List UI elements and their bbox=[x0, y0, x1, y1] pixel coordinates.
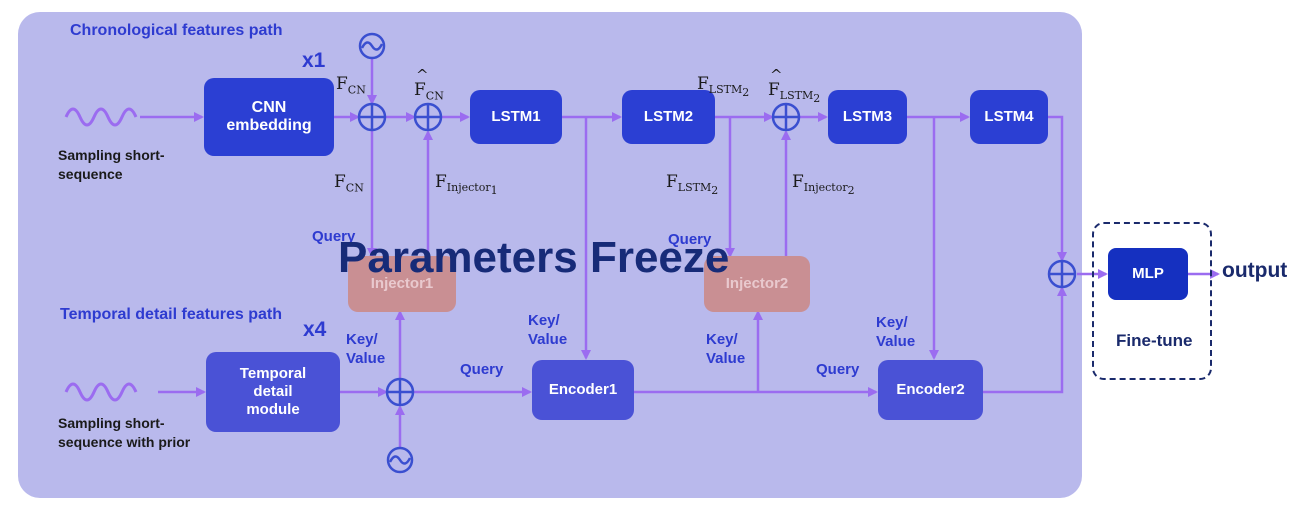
temporal-detail-block: Temporal detail module bbox=[206, 352, 340, 432]
keyvalue-label-encoder1-line2: Value bbox=[528, 331, 568, 348]
cnn-label-line1: CNN bbox=[251, 99, 287, 116]
mlp-block: MLP bbox=[1108, 248, 1188, 300]
f-lstm2-hat-label: FLSTM2 bbox=[768, 80, 821, 106]
cnn-embedding-block: CNN embedding bbox=[204, 78, 334, 156]
injector1-block: Injector1 bbox=[348, 256, 456, 312]
query-label-injector2: Query bbox=[668, 231, 712, 248]
sampling-prior-label-line1: Sampling short- bbox=[58, 415, 165, 431]
adder-icon bbox=[771, 102, 801, 132]
f-injector1-label: FInjector1 bbox=[435, 172, 498, 198]
query-label-injector1: Query bbox=[312, 228, 356, 245]
keyvalue-label-injector1-line2: Value bbox=[346, 350, 386, 367]
cnn-label-line2: embedding bbox=[226, 117, 312, 134]
adder-icon bbox=[1047, 259, 1077, 289]
output-label: output bbox=[1222, 259, 1288, 282]
lstm2-block: LSTM2 bbox=[622, 90, 715, 144]
keyvalue-label-encoder1-line1: Key/ bbox=[528, 312, 560, 329]
temporal-label-line2: detail bbox=[253, 383, 293, 400]
f-lstm2-label-side: FLSTM2 bbox=[666, 172, 719, 198]
query-label-encoder1: Query bbox=[460, 361, 504, 378]
sampling-label-line1: Sampling short- bbox=[58, 147, 165, 163]
f-cn-hat-label: FCN bbox=[414, 80, 444, 103]
encoder1-block: Encoder1 bbox=[532, 360, 634, 420]
lstm1-block: LSTM1 bbox=[470, 90, 562, 144]
temporal-label-line1: Temporal bbox=[239, 365, 307, 382]
chrono-path-title: Chronological features path bbox=[70, 22, 283, 39]
sampling-label-line2: sequence bbox=[58, 166, 123, 182]
hat-mark: ^ bbox=[770, 66, 783, 84]
keyvalue-label-injector1-line1: Key/ bbox=[346, 331, 378, 348]
noise-source-icon bbox=[386, 446, 414, 474]
encoder2-block: Encoder2 bbox=[878, 360, 983, 420]
fine-tune-region bbox=[1092, 222, 1212, 380]
keyvalue-label-encoder2-line2: Value bbox=[876, 333, 916, 350]
f-cn-label-side: FCN bbox=[334, 172, 364, 195]
keyvalue-label-injector2-line2: Value bbox=[706, 350, 746, 367]
temporal-path-title: Temporal detail features path bbox=[60, 306, 282, 323]
f-injector2-label: FInjector2 bbox=[792, 172, 855, 198]
hat-mark: ^ bbox=[416, 66, 429, 84]
query-label-encoder2: Query bbox=[816, 361, 860, 378]
keyvalue-label-encoder2-line1: Key/ bbox=[876, 314, 908, 331]
lstm3-block: LSTM3 bbox=[828, 90, 907, 144]
f-cn-label-top: FCN bbox=[336, 74, 366, 97]
lstm4-block: LSTM4 bbox=[970, 90, 1048, 144]
noise-source-icon bbox=[358, 32, 386, 60]
f-lstm2-label-top: FLSTM2 bbox=[697, 74, 750, 100]
x4-label: x4 bbox=[303, 318, 327, 341]
temporal-label-line3: module bbox=[246, 401, 300, 418]
edge-encoder2-add4 bbox=[983, 286, 1067, 394]
wave-icon bbox=[64, 382, 138, 402]
adder-icon bbox=[385, 377, 415, 407]
fine-tune-label: Fine-tune bbox=[1116, 331, 1193, 350]
adder-icon bbox=[413, 102, 443, 132]
injector2-block: Injector2 bbox=[704, 256, 810, 312]
edge-lstm4-add4 bbox=[1048, 115, 1067, 262]
x1-label: x1 bbox=[302, 49, 326, 72]
adder-icon bbox=[357, 102, 387, 132]
parameters-freeze-title: Parameters Freeze bbox=[338, 233, 730, 282]
keyvalue-label-injector2-line1: Key/ bbox=[706, 331, 738, 348]
wave-icon bbox=[64, 107, 138, 127]
sampling-prior-label-line2: sequence with prior bbox=[58, 434, 191, 450]
